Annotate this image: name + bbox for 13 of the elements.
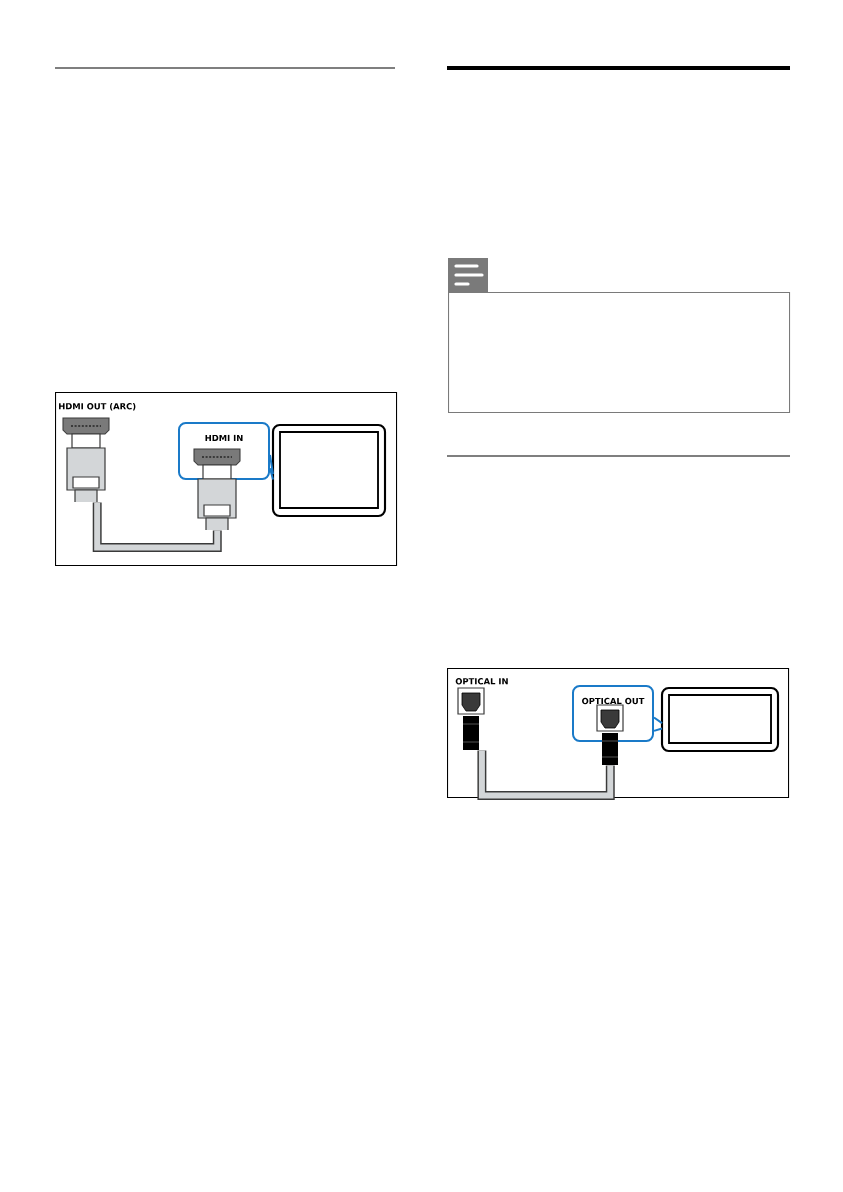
plug-drawing bbox=[596, 704, 624, 765]
tv-drawing bbox=[271, 423, 387, 518]
port-label: HDMI OUT (ARC) bbox=[59, 402, 136, 411]
plug-drawing bbox=[193, 448, 241, 531]
callout-pointer bbox=[653, 716, 663, 732]
tv-drawing bbox=[660, 686, 780, 753]
callout-pointer bbox=[269, 454, 274, 481]
cable bbox=[477, 750, 615, 800]
diagram-frame bbox=[55, 392, 398, 567]
note-box bbox=[448, 292, 791, 414]
port-label: OPTICAL IN bbox=[455, 678, 508, 685]
cable bbox=[92, 502, 222, 552]
callout-box: OPTICAL OUT bbox=[572, 685, 654, 742]
